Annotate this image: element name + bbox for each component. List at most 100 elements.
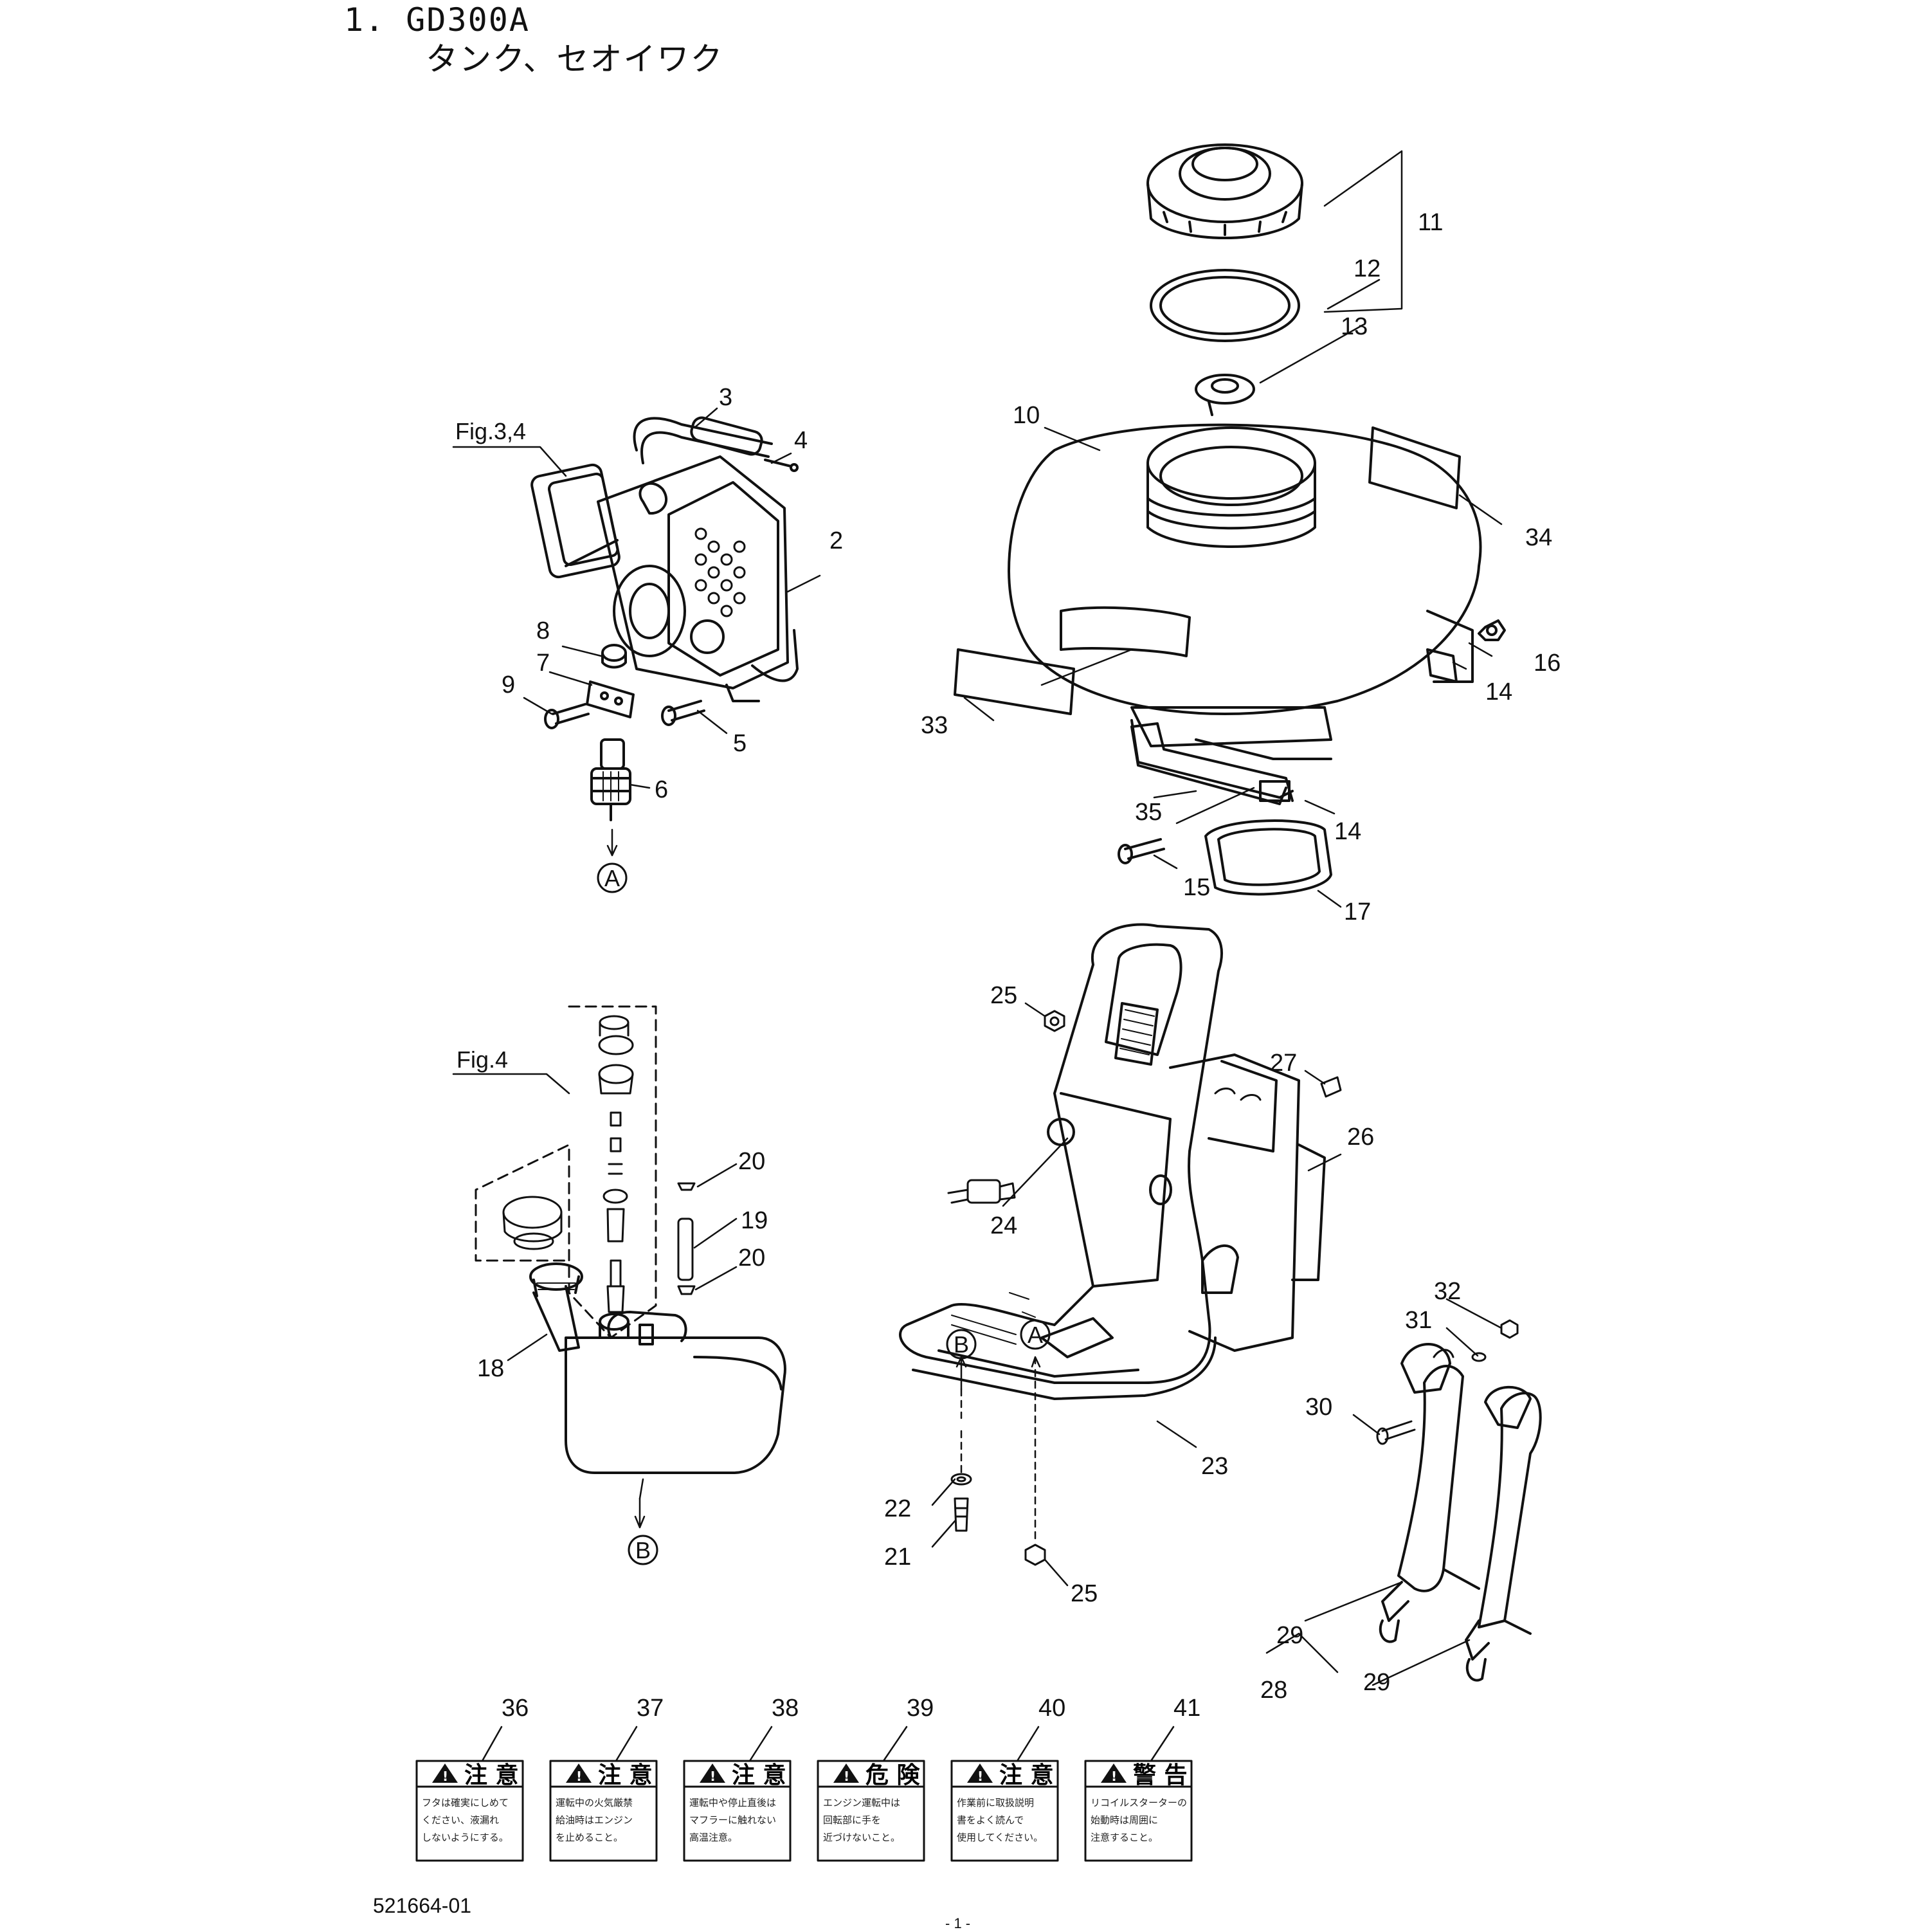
backpack-frame [899, 923, 1326, 1400]
fuel-filter-parts [502, 1015, 696, 1313]
warning-label-heading: 警 告 [1133, 1762, 1188, 1789]
warning-label-heading: 注 意 [999, 1762, 1054, 1789]
part-label-14: 14 [1485, 679, 1512, 706]
warning-label-line: しないようにする。 [422, 1832, 509, 1843]
part-label-4: 4 [794, 427, 808, 454]
warning-label-line: 注意すること。 [1091, 1832, 1158, 1843]
engine-assembly [530, 416, 799, 702]
part-label-20: 20 [738, 1148, 765, 1175]
part-label-30: 30 [1305, 1394, 1332, 1421]
connector-b-label: B [954, 1331, 969, 1358]
connector-b-label: B [635, 1537, 651, 1563]
part-label-22: 22 [884, 1495, 911, 1522]
tank-brackets [1118, 619, 1506, 896]
fig-ref-34: Fig.3,4 [455, 418, 526, 444]
connector-a-label: A [604, 865, 620, 891]
connector-a-label: A [1028, 1322, 1043, 1348]
part-label-40: 40 [1038, 1695, 1065, 1722]
tank-leaders [963, 150, 1503, 908]
part-label-39: 39 [907, 1695, 934, 1722]
part-label-12: 12 [1354, 255, 1381, 282]
part-label-7: 7 [536, 650, 550, 677]
warning-label-line: ください、液漏れ [422, 1814, 499, 1826]
warning-label-heading: 危 険 [865, 1762, 921, 1789]
warning-label-heading: 注 意 [464, 1762, 519, 1789]
exclamation-icon: ! [710, 1769, 716, 1784]
figure-references: Fig.3,4 Fig.4 [455, 418, 526, 1073]
tank-cap-assembly [1146, 143, 1303, 416]
part-label-31: 31 [1405, 1307, 1432, 1334]
part-label-10: 10 [1013, 402, 1040, 429]
part-label-8: 8 [536, 617, 550, 644]
part-label-33: 33 [921, 712, 948, 739]
warning-label-line: 給油時はエンジン [556, 1814, 633, 1826]
part-label-21: 21 [884, 1544, 911, 1571]
part-label-25: 25 [1071, 1580, 1098, 1607]
part-label-25: 25 [990, 982, 1017, 1009]
warning-label-line: を止めること。 [556, 1832, 623, 1843]
fuel-leaders [452, 1073, 738, 1529]
part-label-37: 37 [637, 1695, 664, 1722]
document-number: 521664-01 [373, 1894, 472, 1917]
part-label-29: 29 [1276, 1622, 1303, 1649]
part-label-36: 36 [502, 1695, 529, 1722]
part-label-19: 19 [741, 1207, 768, 1234]
strap-hardware [1376, 1319, 1519, 1445]
warning-label-line: マフラーに触れない [689, 1814, 776, 1826]
tank-stickers [954, 426, 1461, 715]
warning-label-line: 運転中や停止直後は [689, 1797, 776, 1809]
warning-label-line: 運転中の火気厳禁 [556, 1797, 633, 1809]
part-label-16: 16 [1534, 650, 1561, 677]
warning-label-numbers: 36 37 38 39 40 41 [502, 1695, 1200, 1722]
warning-label-line: エンジン運転中は [823, 1797, 900, 1809]
part-label-11: 11 [1418, 209, 1443, 236]
exclamation-icon: ! [442, 1769, 448, 1784]
warning-label-line: 高温注意。 [689, 1832, 738, 1843]
part-number-labels: 2 3 4 5 6 7 8 9 10 11 12 13 14 14 15 16 … [477, 209, 1561, 1704]
fuel-filter-kit [475, 1005, 657, 1339]
part-label-38: 38 [772, 1695, 799, 1722]
part-label-17: 17 [1344, 898, 1371, 925]
part-label-35: 35 [1135, 799, 1162, 826]
part-label-27: 27 [1270, 1050, 1297, 1077]
engine-leaders [452, 407, 821, 857]
warning-label-line: 使用してください。 [957, 1832, 1043, 1843]
warning-label-headings: 注 意 注 意 注 意 危 険 注 意 警 告 [464, 1762, 1188, 1789]
frame-leaders [931, 1002, 1342, 1587]
part-label-6: 6 [655, 776, 668, 803]
title-section: タンク、セオイワク [426, 41, 724, 78]
shoulder-straps [1379, 1343, 1542, 1682]
fig-ref-4: Fig.4 [457, 1046, 508, 1073]
frame-hardware [947, 1010, 1342, 1566]
fuel-tank [529, 1262, 786, 1474]
warning-label-line: リコイルスターターの [1091, 1797, 1187, 1809]
part-label-5: 5 [733, 730, 747, 757]
part-label-13: 13 [1341, 313, 1368, 340]
part-label-2: 2 [829, 527, 843, 554]
part-label-15: 15 [1183, 874, 1210, 901]
part-label-9: 9 [502, 671, 515, 698]
connector-labels: A B B A [604, 865, 1043, 1563]
part-label-18: 18 [477, 1355, 504, 1382]
strap-leaders [1265, 1298, 1503, 1686]
exclamation-icon: ! [844, 1769, 849, 1784]
warning-label-leaders [481, 1726, 1175, 1762]
page-number: - 1 - [945, 1915, 971, 1931]
part-label-3: 3 [719, 384, 732, 411]
part-label-32: 32 [1434, 1278, 1461, 1305]
part-label-26: 26 [1347, 1124, 1374, 1151]
part-label-29: 29 [1363, 1669, 1390, 1696]
warning-label-line: フタは確実にしめて [422, 1797, 509, 1809]
part-label-14: 14 [1334, 818, 1361, 845]
exclamation-icon: ! [1111, 1769, 1117, 1784]
warning-label-line: 始動時は周囲に [1091, 1814, 1158, 1826]
exclamation-icon: ! [576, 1769, 582, 1784]
warning-label-line: 近づけないこと。 [823, 1832, 900, 1843]
warning-label-line: 作業前に取扱説明 [957, 1797, 1034, 1809]
part-label-41: 41 [1173, 1695, 1200, 1722]
part-label-34: 34 [1525, 524, 1552, 551]
warning-label-line: 書をよく読んで [957, 1814, 1024, 1826]
warning-label-heading: 注 意 [732, 1762, 786, 1789]
connector-circles [597, 862, 1051, 1565]
